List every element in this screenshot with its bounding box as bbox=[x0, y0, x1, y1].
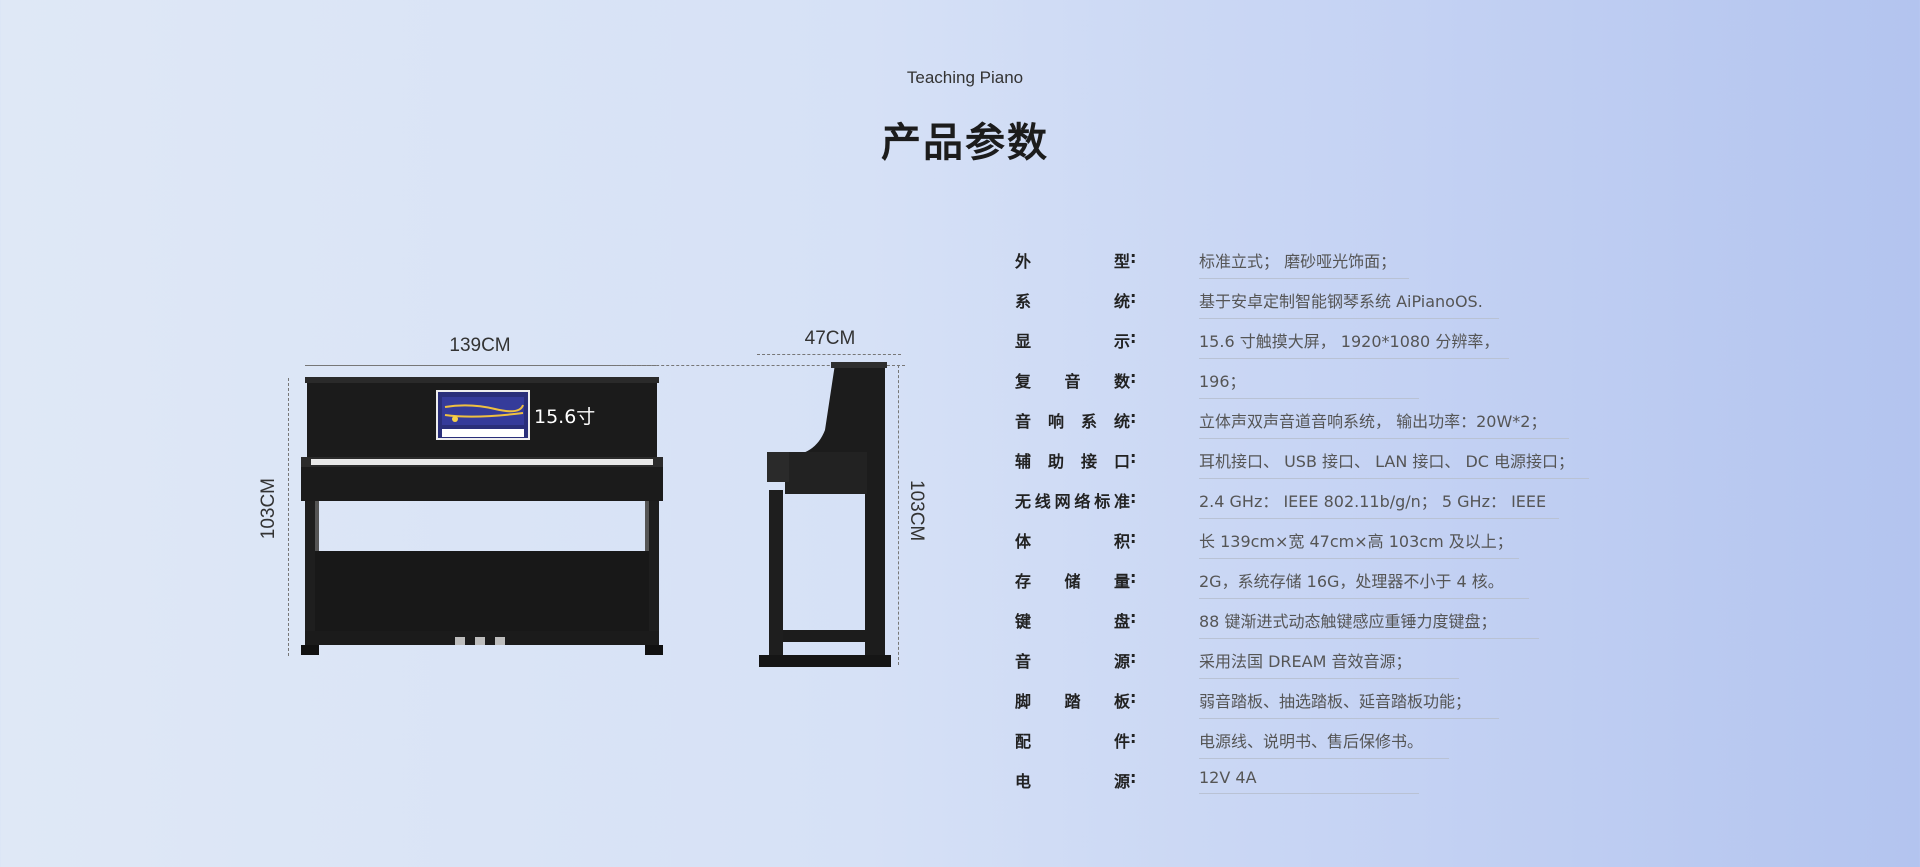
spec-value: 88 键渐进式动态触键感应重锤力度键盘； bbox=[1199, 600, 1539, 639]
piano-keys bbox=[311, 459, 653, 465]
spec-row: 复音数 : 196； bbox=[1015, 360, 1605, 400]
spec-value: 立体声双声音道音响系统， 输出功率：20W*2； bbox=[1199, 400, 1569, 439]
spec-colon: : bbox=[1130, 648, 1137, 667]
spec-label: 显示 bbox=[1015, 332, 1130, 351]
spec-row: 键盘 : 88 键渐进式动态触键感应重锤力度键盘； bbox=[1015, 600, 1605, 640]
spec-label: 音响系统 bbox=[1015, 412, 1130, 431]
spec-row: 辅助接口 : 耳机接口、 USB 接口、 LAN 接口、 DC 电源接口； bbox=[1015, 440, 1605, 480]
spec-table: 外型 : 标准立式； 磨砂哑光饰面； 系统 : 基于安卓定制智能钢琴系统 AiP… bbox=[1015, 240, 1605, 800]
spec-colon: : bbox=[1130, 408, 1137, 427]
spec-colon: : bbox=[1130, 488, 1137, 507]
spec-label: 辅助接口 bbox=[1015, 452, 1130, 471]
spec-row: 体积 : 长 139cm×宽 47cm×高 103cm 及以上； bbox=[1015, 520, 1605, 560]
spec-value: 2.4 GHz： IEEE 802.11b/g/n； 5 GHz： IEEE bbox=[1199, 480, 1559, 519]
spec-value: 电源线、说明书、售后保修书。 bbox=[1199, 720, 1449, 759]
piano-side-illustration bbox=[759, 362, 891, 667]
spec-row: 存储量 : 2G，系统存储 16G，处理器不小于 4 核。 bbox=[1015, 560, 1605, 600]
spec-value: 196； bbox=[1199, 360, 1419, 399]
spec-value: 耳机接口、 USB 接口、 LAN 接口、 DC 电源接口； bbox=[1199, 440, 1589, 479]
pedal-middle bbox=[475, 637, 485, 645]
spec-label: 系统 bbox=[1015, 292, 1130, 311]
side-right-dimension-line bbox=[898, 365, 899, 665]
spec-colon: : bbox=[1130, 728, 1137, 747]
spec-colon: : bbox=[1130, 288, 1137, 307]
spec-colon: : bbox=[1130, 248, 1137, 267]
side-top-dimension-line bbox=[757, 354, 901, 355]
spec-label: 体积 bbox=[1015, 532, 1130, 551]
spec-row: 显示 : 15.6 寸触摸大屏， 1920*1080 分辨率， bbox=[1015, 320, 1605, 360]
spec-value: 弱音踏板、抽选踏板、延音踏板功能； bbox=[1199, 680, 1499, 719]
front-top-dimension-line bbox=[308, 365, 656, 366]
piano-lower-panel bbox=[315, 551, 649, 631]
spec-row: 配件 : 电源线、说明书、售后保修书。 bbox=[1015, 720, 1605, 760]
spec-colon: : bbox=[1130, 448, 1137, 467]
spec-colon: : bbox=[1130, 528, 1137, 547]
front-left-dimension-line bbox=[288, 378, 289, 656]
spec-colon: : bbox=[1130, 568, 1137, 587]
spec-colon: : bbox=[1130, 328, 1137, 347]
pedal-left bbox=[455, 637, 465, 645]
spec-label: 电源 bbox=[1015, 772, 1130, 791]
side-height-dimension-label: 103CM bbox=[906, 480, 927, 542]
spec-row: 音响系统 : 立体声双声音道音响系统， 输出功率：20W*2； bbox=[1015, 400, 1605, 440]
spec-label: 键盘 bbox=[1015, 612, 1130, 631]
piano-side-base bbox=[759, 655, 891, 667]
depth-dimension-label: 47CM bbox=[804, 328, 856, 349]
spec-value: 采用法国 DREAM 音效音源； bbox=[1199, 640, 1459, 679]
spec-colon: : bbox=[1130, 688, 1137, 707]
spec-value: 2G，系统存储 16G，处理器不小于 4 核。 bbox=[1199, 560, 1529, 599]
width-dimension-label: 139CM bbox=[449, 335, 511, 356]
spec-row: 系统 : 基于安卓定制智能钢琴系统 AiPianoOS. bbox=[1015, 280, 1605, 320]
front-height-dimension-label: 103CM bbox=[258, 478, 279, 540]
spec-row: 无线网络标准 : 2.4 GHz： IEEE 802.11b/g/n； 5 GH… bbox=[1015, 480, 1605, 520]
piano-front-illustration bbox=[301, 377, 663, 655]
pedal-right bbox=[495, 637, 505, 645]
spec-row: 电源 : 12V 4A bbox=[1015, 760, 1605, 800]
spec-value: 长 139cm×宽 47cm×高 103cm 及以上； bbox=[1199, 520, 1519, 559]
spec-value: 标准立式； 磨砂哑光饰面； bbox=[1199, 240, 1409, 279]
spec-label: 外型 bbox=[1015, 252, 1130, 271]
piano-side-leg-front bbox=[769, 490, 783, 655]
spec-value: 基于安卓定制智能钢琴系统 AiPianoOS. bbox=[1199, 280, 1499, 319]
spec-label: 复音数 bbox=[1015, 372, 1130, 391]
spec-row: 音源 : 采用法国 DREAM 音效音源； bbox=[1015, 640, 1605, 680]
spec-colon: : bbox=[1130, 768, 1137, 787]
spec-label: 脚踏板 bbox=[1015, 692, 1130, 711]
spec-label: 存储量 bbox=[1015, 572, 1130, 591]
page-title: 产品参数 bbox=[881, 120, 1049, 166]
spec-row: 脚踏板 : 弱音踏板、抽选踏板、延音踏板功能； bbox=[1015, 680, 1605, 720]
spec-value: 15.6 寸触摸大屏， 1920*1080 分辨率， bbox=[1199, 320, 1509, 359]
spec-row: 外型 : 标准立式； 磨砂哑光饰面； bbox=[1015, 240, 1605, 280]
spec-label: 无线网络标准 bbox=[1015, 492, 1130, 511]
spec-colon: : bbox=[1130, 368, 1137, 387]
piano-side-cabinet bbox=[785, 364, 885, 660]
spec-label: 音源 bbox=[1015, 652, 1130, 671]
spec-label: 配件 bbox=[1015, 732, 1130, 751]
spec-value: 12V 4A bbox=[1199, 760, 1419, 794]
spec-colon: : bbox=[1130, 608, 1137, 627]
screen-size-label: 15.6寸 bbox=[534, 406, 596, 428]
subtitle: Teaching Piano bbox=[906, 68, 1024, 87]
